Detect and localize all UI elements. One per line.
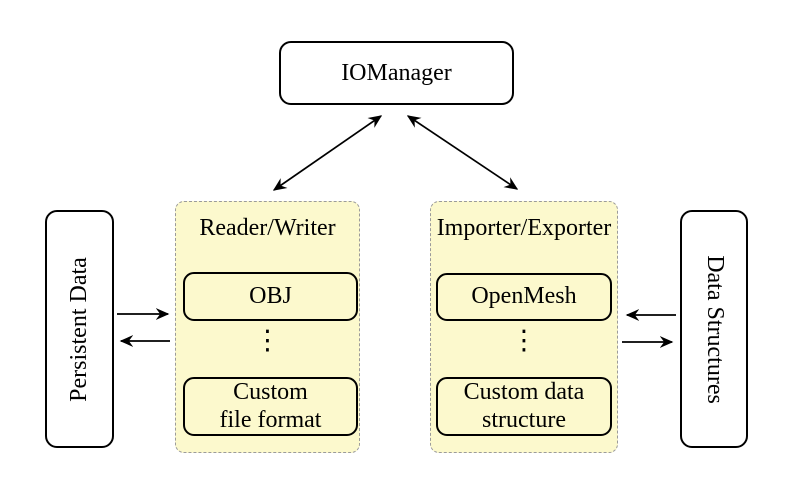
vdots-icon: ⋮: [510, 325, 538, 356]
node-custom-data-structure: Custom data structure: [436, 377, 612, 436]
node-persistent-data: Persistent Data: [45, 210, 114, 448]
node-data-structures: Data Structures: [680, 210, 748, 448]
group-reader-writer: Reader/Writer OBJ ⋮ Custom file format: [175, 201, 360, 453]
node-iomanager-label: IOManager: [341, 59, 452, 86]
node-iomanager: IOManager: [279, 41, 514, 105]
node-data-structures-label: Data Structures: [701, 254, 728, 404]
node-openmesh: OpenMesh: [436, 273, 612, 321]
node-custom-file-format: Custom file format: [183, 377, 358, 436]
node-obj: OBJ: [183, 272, 358, 321]
arrow-iomanager-importerexporter: [406, 115, 519, 190]
group-reader-writer-label: Reader/Writer: [199, 215, 336, 241]
group-importer-exporter: Importer/Exporter OpenMesh ⋮ Custom data…: [430, 201, 618, 453]
arrow-iomanager-readerwriter: [272, 115, 383, 191]
group-importer-exporter-label: Importer/Exporter: [436, 215, 612, 241]
vdots-icon: ⋮: [254, 325, 281, 356]
node-persistent-data-label: Persistent Data: [66, 256, 93, 402]
